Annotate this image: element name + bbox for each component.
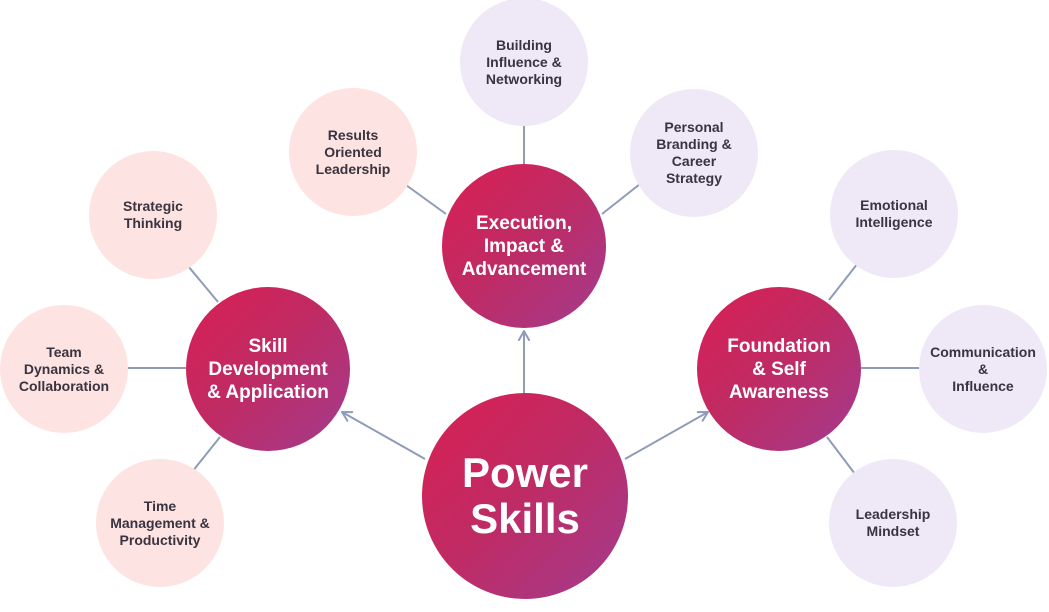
- arrow-center-to-right-hub: [624, 411, 709, 460]
- line-left-hub-to-strategic: [187, 265, 219, 303]
- hub-execution-impact-advancement: Execution,Impact &Advancement: [442, 164, 606, 328]
- line-right-hub-to-leadership: [826, 436, 856, 475]
- arrow-center-to-left-hub: [341, 411, 426, 460]
- line-left-hub-to-time: [191, 436, 221, 473]
- line-right-hub-to-emotional: [828, 262, 859, 301]
- satellite-communication-influence: Communication&Influence: [919, 305, 1047, 433]
- line-top-hub-to-results: [405, 184, 447, 215]
- line-top-hub-to-branding: [601, 183, 641, 215]
